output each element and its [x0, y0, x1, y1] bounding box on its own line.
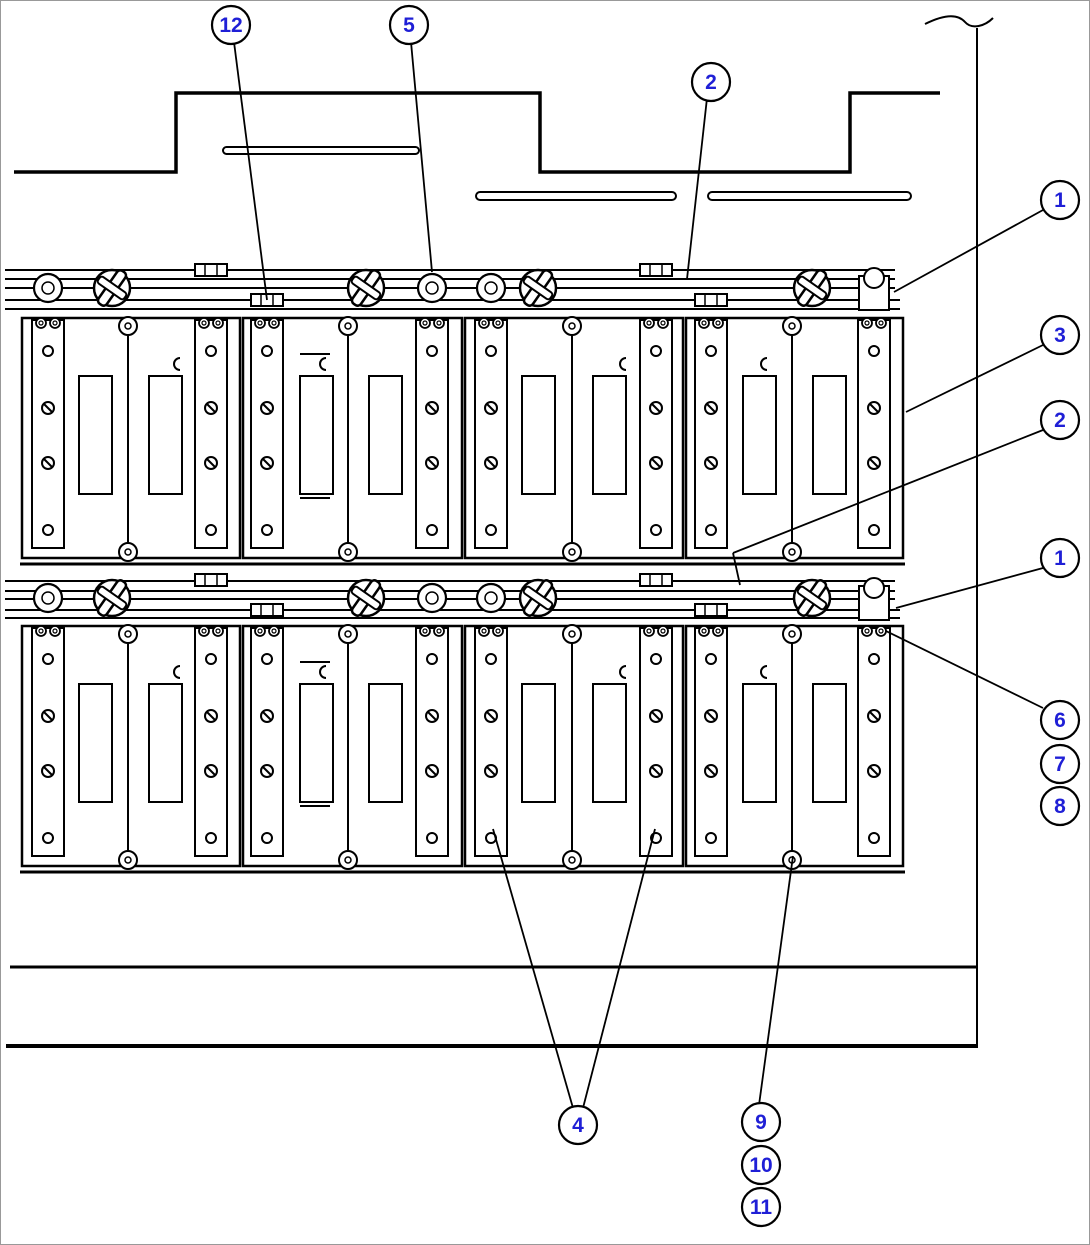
upper-breaker-row: [20, 263, 905, 566]
callout-c6: 6: [1039, 699, 1081, 741]
callout-c9: 9: [740, 1101, 782, 1143]
lower-breaker-row: [20, 573, 905, 874]
svg-text:8: 8: [1054, 795, 1066, 818]
svg-text:10: 10: [749, 1154, 772, 1177]
svg-text:9: 9: [755, 1111, 767, 1134]
callout-c4: 4: [557, 1104, 599, 1146]
svg-text:5: 5: [403, 14, 415, 37]
lower-bus-bars: [5, 580, 900, 619]
panel-top-outline: [14, 91, 940, 174]
callout-c5: 5: [388, 4, 430, 46]
top-slot-middle: [475, 191, 677, 201]
top-slot-left: [222, 146, 420, 155]
svg-text:6: 6: [1054, 709, 1066, 732]
callout-c11: 11: [740, 1186, 782, 1228]
callout-c3: 3: [1039, 314, 1081, 356]
svg-text:7: 7: [1054, 753, 1066, 776]
callout-c10: 10: [740, 1144, 782, 1186]
svg-text:12: 12: [219, 14, 242, 37]
svg-text:4: 4: [572, 1114, 584, 1137]
callout-c1b: 1: [1039, 537, 1081, 579]
callout-c7: 7: [1039, 743, 1081, 785]
svg-text:2: 2: [1054, 409, 1066, 432]
callout-group: 12 5 2 1 3 2 1 6 7 8 4 9 10 11: [210, 4, 1081, 1228]
callout-c2a: 2: [690, 61, 732, 103]
top-slot-right: [707, 191, 912, 201]
upper-bus-bars: [5, 269, 900, 310]
svg-text:11: 11: [750, 1196, 773, 1219]
leader-lines: [233, 41, 1044, 1109]
callout-c1a: 1: [1039, 179, 1081, 221]
svg-text:3: 3: [1054, 324, 1066, 347]
callout-c2b: 2: [1039, 399, 1081, 441]
callout-c12: 12: [210, 4, 252, 46]
break-mark: [924, 15, 994, 28]
svg-text:2: 2: [705, 71, 717, 94]
svg-text:1: 1: [1054, 189, 1066, 212]
svg-text:1: 1: [1054, 547, 1066, 570]
callout-c8: 8: [1039, 785, 1081, 827]
